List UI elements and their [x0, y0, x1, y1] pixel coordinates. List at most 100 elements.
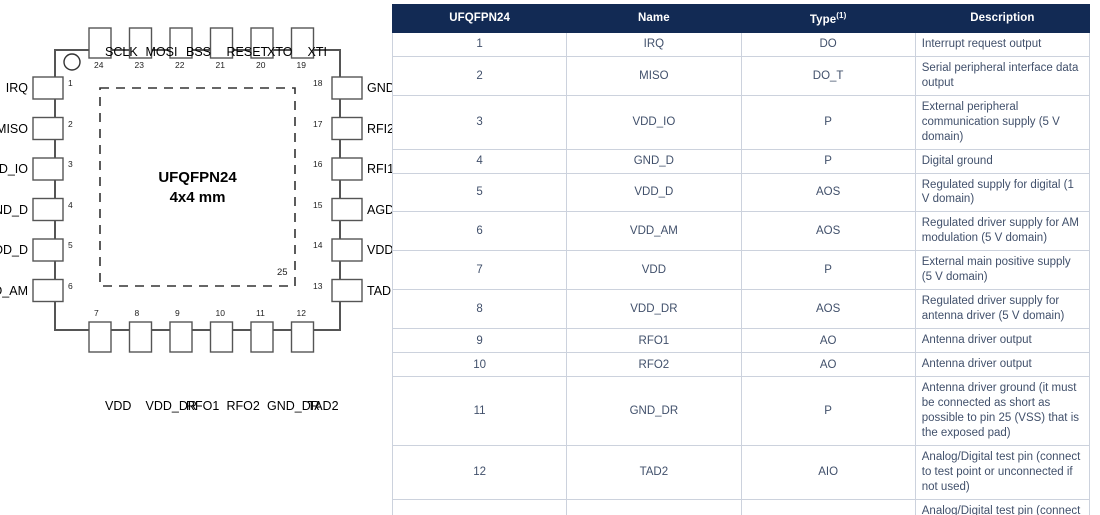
cell-pin: 3 — [391, 94, 568, 150]
pin-label-VDD_AM: VDD_AM — [0, 283, 28, 298]
table-head: UFQFPN24 Name Type(1) Description — [391, 4, 1091, 33]
pin1-dot-icon — [63, 53, 81, 71]
exposed-pad-outline — [99, 87, 296, 287]
cell-description: Serial peripheral interface data output — [914, 55, 1091, 96]
pad-pin-23 — [128, 27, 153, 59]
table-row: 13TAD1AOAnalog/Digital test pin (connect… — [391, 498, 1091, 515]
cell-type: AOS — [740, 211, 916, 252]
pad-pin-7 — [88, 321, 112, 353]
pin-label-MOSI: MOSI — [145, 45, 178, 59]
pin-label-VDD_DR: VDD_DR — [145, 399, 197, 413]
pin-label-VDD_D: VDD_D — [0, 242, 28, 257]
column-header-type-text: Type — [809, 13, 837, 26]
pad-pin-6 — [32, 278, 64, 303]
cell-type: AO — [740, 328, 916, 354]
cell-type: AO — [740, 498, 916, 515]
pin-number-18: 18 — [313, 78, 323, 88]
pad-pin-11 — [250, 321, 274, 353]
cell-pin: 9 — [391, 328, 568, 354]
pin-number-12: 12 — [296, 308, 306, 318]
pad-pin-4 — [32, 197, 64, 222]
pin-pads — [32, 27, 363, 353]
pad-pin-14 — [331, 238, 363, 262]
pin-number-8: 8 — [134, 308, 140, 318]
column-header-pin: UFQFPN24 — [391, 4, 568, 33]
pin-label-MISO: MISO — [0, 121, 28, 136]
exposed-pad-number: 25 — [277, 267, 288, 278]
pad-pin-17 — [331, 116, 363, 141]
table-header-row: UFQFPN24 Name Type(1) Description — [391, 4, 1091, 33]
pad-pin-21 — [209, 27, 234, 59]
cell-pin: 10 — [391, 352, 568, 378]
package-name-line1: UFQFPN24 — [158, 169, 237, 186]
cell-name: VDD_D — [566, 172, 742, 213]
type-footnote-marker: (1) — [836, 11, 847, 20]
column-header-description: Description — [914, 4, 1091, 33]
pad-pin-16 — [331, 157, 363, 181]
pin-number-24: 24 — [94, 60, 104, 70]
package-outline-svg — [32, 27, 363, 353]
pin-number-22: 22 — [175, 60, 185, 70]
pin-number-4: 4 — [68, 199, 73, 210]
cell-type: AIO — [740, 444, 916, 500]
pad-pin-5 — [32, 238, 64, 262]
pin-number-13: 13 — [313, 280, 323, 291]
pin-label-GND_D: GND_D — [0, 202, 28, 217]
cell-pin: 13 — [391, 498, 568, 515]
pad-pin-24 — [88, 27, 112, 59]
pin-label-RFO2: RFO2 — [226, 399, 260, 413]
pin-number-2: 2 — [68, 118, 73, 129]
package-name-line2: 4x4 mm — [169, 189, 226, 207]
cell-description: Analog/Digital test pin (connect to test… — [914, 498, 1091, 515]
cell-name: GND_DR — [566, 376, 742, 446]
pin-number-3: 3 — [68, 159, 73, 169]
pin-label-RESET: RESET — [226, 45, 269, 59]
pin-number-10: 10 — [215, 308, 225, 318]
pin-label-BSS: BSS — [186, 45, 212, 59]
pad-pin-9 — [169, 321, 193, 353]
pin-number-16: 16 — [313, 159, 323, 169]
cell-name: RFO2 — [566, 352, 742, 378]
pin-number-1: 1 — [68, 78, 73, 88]
cell-name: VDD_AM — [566, 211, 742, 252]
cell-type: AOS — [740, 172, 916, 213]
pin-number-7: 7 — [94, 308, 99, 318]
cell-description: Regulated supply for digital (1 V domain… — [914, 172, 1091, 213]
cell-description: Antenna driver ground (it must be connec… — [914, 376, 1091, 446]
cell-pin: 11 — [391, 376, 568, 446]
pin-label-SCLK: SCLK — [105, 45, 138, 59]
pin-label-RFO1: RFO1 — [186, 399, 220, 413]
cell-name: MISO — [566, 55, 742, 96]
cell-name: TAD2 — [566, 444, 742, 500]
cell-type: P — [740, 376, 916, 446]
pad-pin-19 — [290, 27, 315, 59]
cell-pin: 7 — [391, 250, 568, 291]
pin-label-TAD1: TAD1 — [367, 283, 399, 298]
cell-description: Interrupt request output — [914, 31, 1091, 57]
cell-pin: 2 — [391, 55, 568, 96]
cell-name: VDD_DR — [566, 289, 742, 330]
pin-number-15: 15 — [313, 199, 323, 210]
cell-type: P — [740, 148, 916, 174]
cell-description: Digital ground — [914, 148, 1091, 174]
cell-description: Antenna driver output — [914, 328, 1091, 354]
pad-pin-1 — [32, 76, 64, 100]
pad-pin-3 — [32, 157, 64, 181]
cell-pin: 4 — [391, 148, 568, 174]
pin-label-VDD_IO: VDD_IO — [0, 161, 28, 176]
cell-description: Regulated driver supply for antenna driv… — [914, 289, 1091, 330]
